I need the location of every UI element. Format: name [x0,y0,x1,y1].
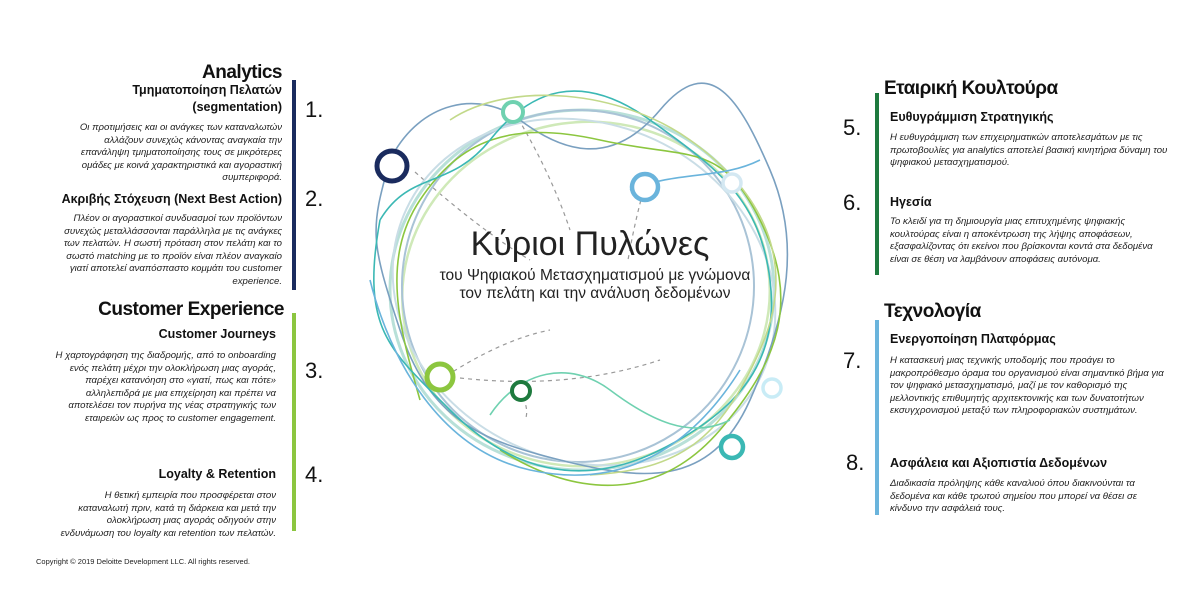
technology-bar [875,320,879,515]
item-4-desc: Η θετική εμπειρία που προσφέρεται στον κ… [60,490,276,539]
item-1-title: Τμηματοποίηση Πελατών (segmentation) [132,83,282,114]
item-8-title: Ασφάλεια και Αξιοπιστία Δεδομένων [890,456,1108,470]
item-2-title: Ακριβής Στόχευση (Next Best Action) [61,192,282,206]
analytics-bar [292,80,296,290]
item-4-number: 4. [305,462,324,487]
item-5-desc: Η ευθυγράμμιση των επιχειρηματικών αποτε… [890,132,1168,169]
item-5-title: Ευθυγράμμιση Στρατηγικής [890,110,1054,124]
wave-1 [375,82,789,475]
item-1-desc: Οι προτιμήσεις και οι ανάγκες των κατανα… [79,122,282,184]
center-title: Κύριοι Πυλώνες [470,225,710,263]
item-3-title: Customer Journeys [158,327,276,341]
item-7-number: 7. [843,348,862,373]
copyright: Copyright © 2019 Deloitte Development LL… [36,557,250,566]
item-3-desc: Η χαρτογράφηση της διαδρομής, από το onb… [55,350,276,424]
center-subtitle: του Ψηφιακού Μετασχηματισμού με γνώμονα … [439,267,751,302]
node-dark-green [510,380,532,402]
item-1-number: 1. [305,97,324,122]
item-8-desc: Διαδικασία πρόληψης κάθε καναλιού όπου δ… [890,478,1137,515]
wave-5 [369,279,741,476]
customer-experience-title: Customer Experience [98,299,284,320]
node-green [424,361,456,393]
item-5-number: 5. [843,115,862,140]
technology-title: Τεχνολογία [884,301,981,322]
item-2-desc: Πλέον οι αγοραστικοί συνδυασμοί των προϊ… [63,213,282,287]
item-3-number: 3. [305,358,324,383]
pillars-ring-diagram [369,82,789,487]
item-7-desc: Η κατασκευή μιας τεχνικής υποδομής που π… [890,355,1164,417]
wave-2 [396,131,782,487]
customer-experience-bar [292,313,296,531]
node-mint [501,100,525,124]
dashed-line-6 [459,359,661,383]
item-4-title: Loyalty & Retention [158,467,276,481]
ring-3 [401,109,755,463]
item-8-number: 8. [846,450,865,475]
item-6-number: 6. [843,190,862,215]
node-pale-blue [721,172,743,194]
node-teal [718,433,746,461]
node-light-cyan [761,377,783,399]
item-6-title: Ηγεσία [890,195,932,209]
analytics-title: Analytics [202,62,282,83]
item-2-number: 2. [305,186,324,211]
node-blue [629,171,661,203]
wave-3 [373,90,773,472]
culture-title: Εταιρική Κουλτούρα [884,78,1058,99]
item-6-desc: Το κλειδί για τη δημιουργία μιας επιτυχη… [890,216,1153,265]
dashed-line-4 [439,329,551,381]
wave-4 [449,94,777,476]
ring-4 [391,117,777,467]
culture-bar [875,93,879,275]
dashed-line-1 [414,171,531,261]
item-7-title: Ενεργοποίηση Πλατφόρμας [890,332,1056,346]
node-navy [374,148,410,184]
